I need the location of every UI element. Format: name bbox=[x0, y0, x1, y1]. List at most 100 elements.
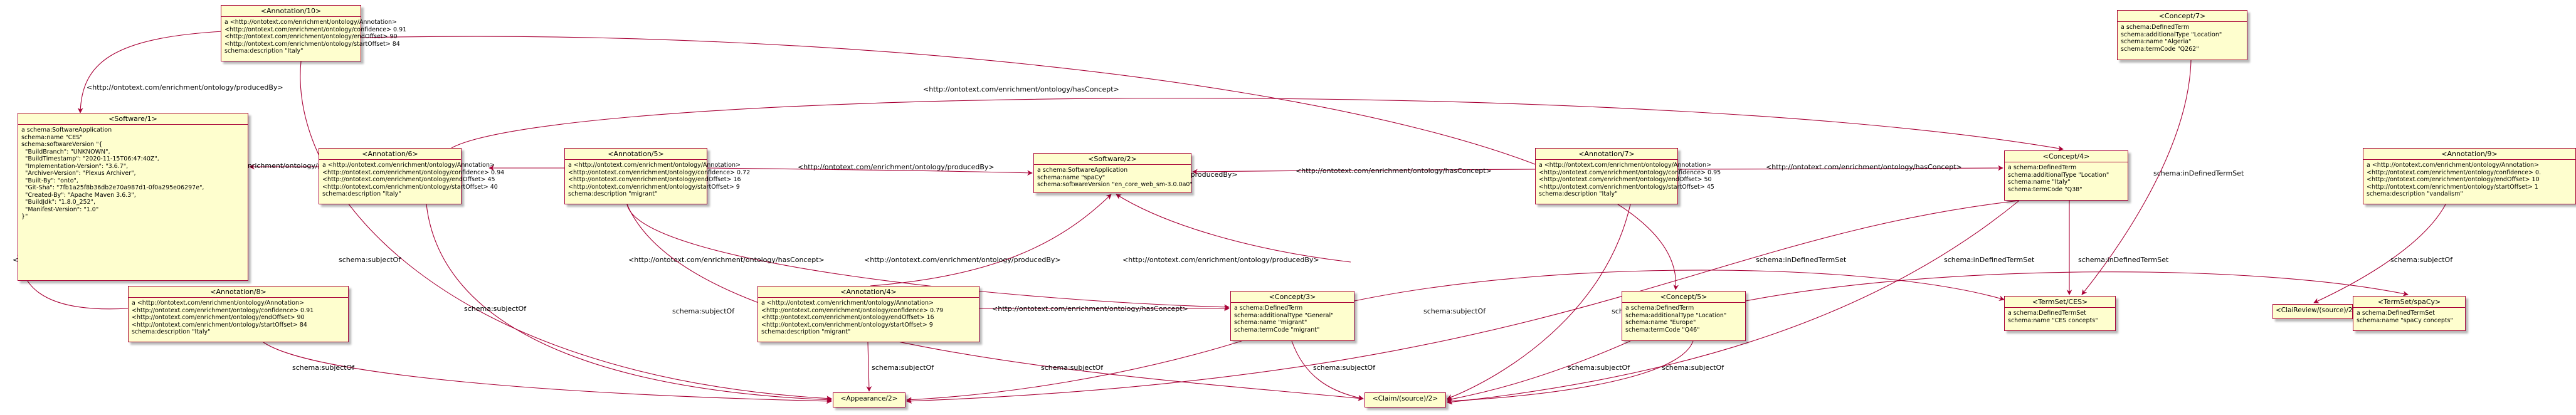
node-title: <Annotation/5> bbox=[565, 149, 707, 160]
node-line: "Built-By": "onto", bbox=[21, 177, 78, 184]
node-line: "Manifest-Version": "1.0" bbox=[21, 206, 99, 213]
node-body: a <http://ontotext.com/enrichment/ontolo… bbox=[2363, 160, 2575, 201]
edge-subject-of bbox=[2313, 204, 2446, 303]
node-line: "BuildTimestamp": "2020-11-15T06:47:40Z"… bbox=[21, 155, 159, 162]
node-software1[interactable]: <Software/1> a schema:SoftwareApplicatio… bbox=[18, 113, 248, 281]
node-title: <Annotation/8> bbox=[129, 286, 348, 298]
edge-label: schema:subjectOf bbox=[1568, 364, 1630, 372]
node-line: "Implementation-Version": "3.6.7", bbox=[21, 162, 129, 170]
node-line: <http://ontotext.com/enrichment/ontology… bbox=[761, 321, 933, 328]
node-line: <http://ontotext.com/enrichment/ontology… bbox=[224, 26, 407, 33]
node-clairev[interactable]: <ClaiReview/(source)/2> bbox=[2272, 304, 2358, 319]
edge-label: <http://ontotext.com/enrichment/ontology… bbox=[1766, 163, 1962, 171]
edge-subject-of bbox=[1447, 204, 1631, 400]
node-body: a <http://ontotext.com/enrichment/ontolo… bbox=[221, 17, 407, 58]
node-claim2[interactable]: <Claim/(source)/2> bbox=[1365, 392, 1446, 407]
node-annotation6[interactable]: <Annotation/6> a <http://ontotext.com/en… bbox=[319, 148, 505, 204]
node-annotation7[interactable]: <Annotation/7> a <http://ontotext.com/en… bbox=[1535, 148, 1721, 204]
node-line: a <http://ontotext.com/enrichment/ontolo… bbox=[132, 300, 304, 307]
node-line: a <http://ontotext.com/enrichment/ontolo… bbox=[224, 19, 397, 26]
node-title: <TermSet/CES> bbox=[2005, 297, 2115, 308]
edge-label: schema:subjectOf bbox=[339, 256, 401, 264]
node-line: a schema:DefinedTermSet bbox=[2357, 310, 2435, 317]
edge-label: schema:subjectOf bbox=[672, 307, 735, 315]
edge-in-defined-term-set bbox=[1354, 270, 2005, 302]
edge-label: schema:subjectOf bbox=[1041, 364, 1104, 372]
edge-label: schema:subjectOf bbox=[872, 364, 934, 372]
node-line: <http://ontotext.com/enrichment/ontology… bbox=[1539, 176, 1712, 183]
node-line: schema:name "spaCy concepts" bbox=[2357, 317, 2453, 324]
node-annotation8[interactable]: <Annotation/8> a <http://ontotext.com/en… bbox=[128, 286, 349, 342]
node-title: <Concept/4> bbox=[2005, 151, 2128, 162]
node-line: "Created-By": "Apache Maven 3.6.3", bbox=[21, 191, 136, 199]
node-line: <http://ontotext.com/enrichment/ontology… bbox=[761, 314, 934, 321]
node-line: <http://ontotext.com/enrichment/ontology… bbox=[132, 314, 305, 321]
node-software2[interactable]: <Software/2> a schema:SoftwareApplicatio… bbox=[1033, 153, 1193, 193]
edge-subject-of bbox=[906, 340, 1242, 402]
edge-label: schema:inDefinedTermSet bbox=[2153, 169, 2244, 177]
node-annotation4[interactable]: <Annotation/4> a <http://ontotext.com/en… bbox=[757, 286, 979, 342]
node-annotation5[interactable]: <Annotation/5> a <http://ontotext.com/en… bbox=[564, 148, 751, 204]
node-body: a <http://ontotext.com/enrichment/ontolo… bbox=[565, 160, 751, 201]
node-appearance2[interactable]: <Appearance/2> bbox=[833, 392, 905, 407]
node-line: schema:additionalType "Location" bbox=[2008, 171, 2109, 179]
node-line: schema:description "Italy" bbox=[1539, 191, 1618, 197]
node-annotation10[interactable]: <Annotation/10> a <http://ontotext.com/e… bbox=[221, 5, 407, 61]
edge-label: <http://ontotext.com/enrichment/ontology… bbox=[87, 83, 283, 92]
node-body: a <http://ontotext.com/enrichment/ontolo… bbox=[1536, 160, 1721, 201]
node-title: <Annotation/6> bbox=[319, 149, 461, 160]
node-title: <Software/1> bbox=[18, 113, 248, 125]
node-line: schema:additionalType "General" bbox=[1234, 312, 1334, 319]
node-line: schema:softwareVersion "en_core_web_sm-3… bbox=[1037, 181, 1193, 188]
node-line: <http://ontotext.com/enrichment/ontology… bbox=[224, 40, 400, 48]
edge-produced-by bbox=[707, 167, 1033, 176]
edge-subject-of bbox=[300, 61, 832, 401]
node-line: schema:additionalType "Location" bbox=[2121, 31, 2222, 38]
node-line: a <http://ontotext.com/enrichment/ontolo… bbox=[568, 162, 741, 169]
node-title: <Concept/7> bbox=[2118, 11, 2247, 22]
node-line: schema:description "Italy" bbox=[322, 191, 401, 197]
edge-produced-by bbox=[870, 194, 1112, 286]
node-line: <http://ontotext.com/enrichment/ontology… bbox=[224, 33, 398, 40]
node-line: <http://ontotext.com/enrichment/ontology… bbox=[132, 307, 314, 314]
node-line: <http://ontotext.com/enrichment/ontology… bbox=[322, 169, 505, 176]
node-title: <Annotation/4> bbox=[758, 286, 979, 298]
edge-subject-of bbox=[426, 204, 832, 403]
node-title: <ClaiReview/(source)/2> bbox=[2276, 307, 2358, 314]
node-line: }" bbox=[21, 213, 28, 220]
node-line: schema:description "vandalism" bbox=[2367, 191, 2463, 197]
node-line: schema:termCode "Q38" bbox=[2008, 186, 2082, 193]
node-annotation9[interactable]: <Annotation/9> a <http://ontotext.com/en… bbox=[2363, 148, 2576, 204]
node-line: a schema:SoftwareApplication bbox=[21, 127, 112, 134]
edge-subject-of bbox=[1447, 340, 1694, 404]
node-line: schema:termCode "Q46" bbox=[1625, 326, 1700, 334]
node-line: schema:name "Italy" bbox=[2008, 179, 2071, 186]
edge-has-concept bbox=[626, 204, 1230, 310]
node-line: "BuildBranch": "UNKNOWN", bbox=[21, 148, 110, 155]
node-line: <http://ontotext.com/enrichment/ontology… bbox=[132, 321, 307, 328]
edge-label: schema:inDefinedTermSet bbox=[1756, 256, 1847, 264]
node-line: a <http://ontotext.com/enrichment/ontolo… bbox=[322, 162, 495, 169]
node-line: schema:description "Italy" bbox=[132, 328, 211, 335]
edge-label: <http://ontotext.com/enrichment/ontology… bbox=[798, 163, 995, 171]
node-title: <Claim/(source)/2> bbox=[1372, 395, 1438, 402]
edge-label: schema:subjectOf bbox=[1423, 307, 1486, 315]
node-line: a schema:DefinedTermSet bbox=[2008, 310, 2086, 317]
node-line: schema:name "CES concepts" bbox=[2008, 317, 2098, 324]
node-line: <http://ontotext.com/enrichment/ontology… bbox=[2367, 176, 2540, 183]
edge-subject-of bbox=[263, 342, 832, 404]
node-line: <http://ontotext.com/enrichment/ontology… bbox=[568, 169, 751, 176]
node-line: a <http://ontotext.com/enrichment/ontolo… bbox=[1539, 162, 1711, 169]
edge-label: schema:subjectOf bbox=[1662, 364, 1724, 372]
